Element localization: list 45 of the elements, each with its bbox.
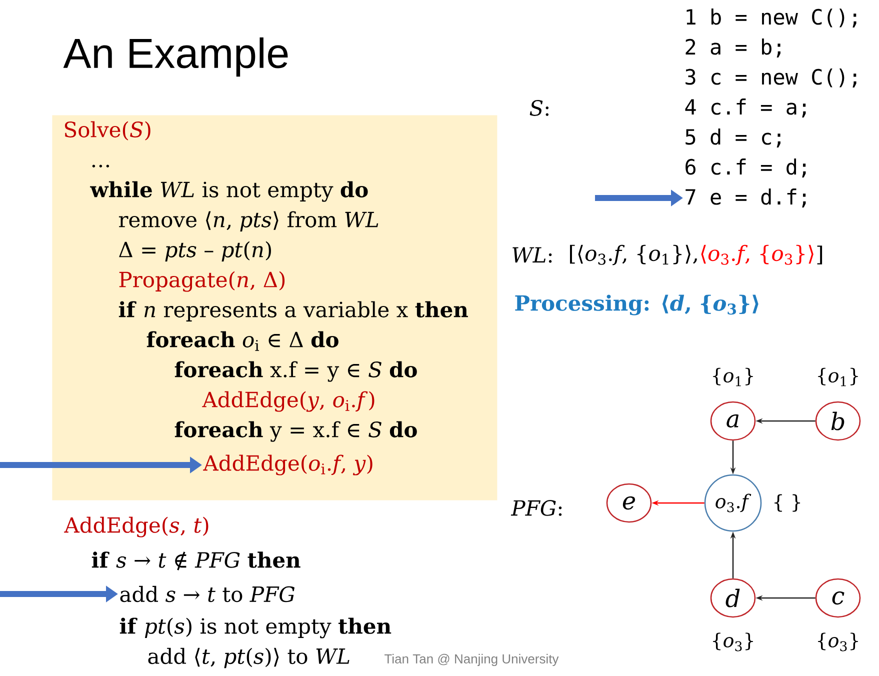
code-line: 3 c = new C();	[686, 68, 856, 88]
worklist-entry: [⟨o$_{3}$.f, {o$_{1}$}⟩,	[570, 244, 697, 266]
code-line: 7 e = d.f;	[686, 188, 806, 208]
code-line: 1 b = new C();	[686, 8, 856, 28]
pseudocode-line: if pt(s) is not empty then	[120, 618, 392, 638]
pseudocode-line: if n represents a variable x then	[118, 301, 468, 322]
set-label: S:	[530, 100, 548, 116]
pseudocode-line: foreach x.f = y ∈ S do	[174, 361, 417, 382]
code-line: AddEdge(o$_{i}$.f, y)	[203, 454, 372, 476]
graph-node: b	[815, 401, 861, 441]
code-line: add s → t to PFG	[120, 586, 294, 602]
pseudocode-line: Solve(S)	[64, 121, 150, 140]
pseudocode-line: foreach y = x.f ∈ S do	[174, 421, 417, 442]
set-label: {o$_{1}$}	[713, 368, 753, 386]
pseudocode-line: while WL is not empty do	[90, 181, 368, 202]
credit-text: Tian Tan @ Nanjing University	[384, 654, 559, 666]
bracket-text: ]	[817, 246, 822, 264]
pseudocode-line: AddEdge(y, o$_{i}$.f)	[202, 391, 374, 412]
graph-node: a	[710, 401, 756, 441]
graph-node: o$_{3}$.f	[704, 474, 762, 532]
worklist-entry: ⟨o$_{3}$.f, {o$_{3}$}⟩	[701, 244, 814, 266]
graph-node: e	[606, 483, 652, 523]
set-label: {o$_{3}$}	[818, 632, 858, 652]
pseudocode-line: Δ = pts – pt(n)	[119, 241, 271, 262]
code-line: 2 a = b;	[686, 38, 780, 58]
graph-node: d	[710, 578, 756, 618]
pseudocode-line: AddEdge(s, t)	[64, 516, 208, 538]
pseudocode-line: remove ⟨n, pts⟩ from WL	[118, 211, 378, 232]
algorithm-box	[52, 115, 498, 500]
pseudocode-line: foreach o$_{i}$ ∈ Δ do	[146, 331, 338, 351]
pseudocode-line: add ⟨t, pt(s)⟩ to WL	[148, 648, 350, 668]
title: An Example	[63, 37, 288, 77]
code-line: 5 d = c;	[686, 128, 780, 148]
worklist-label: WL:	[512, 247, 552, 263]
pseudocode-line: if s → t ∉ PFG then	[92, 552, 300, 570]
pseudocode-line: Propagate(n, Δ)	[119, 271, 285, 292]
set-label: {o$_{1}$}	[818, 368, 858, 386]
pseudocode-line: …	[92, 164, 110, 168]
code-line: 4 c.f = a;	[685, 98, 806, 118]
code-line: 6 c.f = d;	[686, 158, 806, 178]
graph-label: PFG:	[510, 500, 562, 516]
set-label: {o$_{3}$}	[713, 632, 753, 652]
set-label: { }	[774, 494, 800, 512]
graph-node: c	[815, 578, 861, 618]
processing-label: Processing: ⟨d, {o$_{3}$}⟩	[515, 294, 758, 316]
